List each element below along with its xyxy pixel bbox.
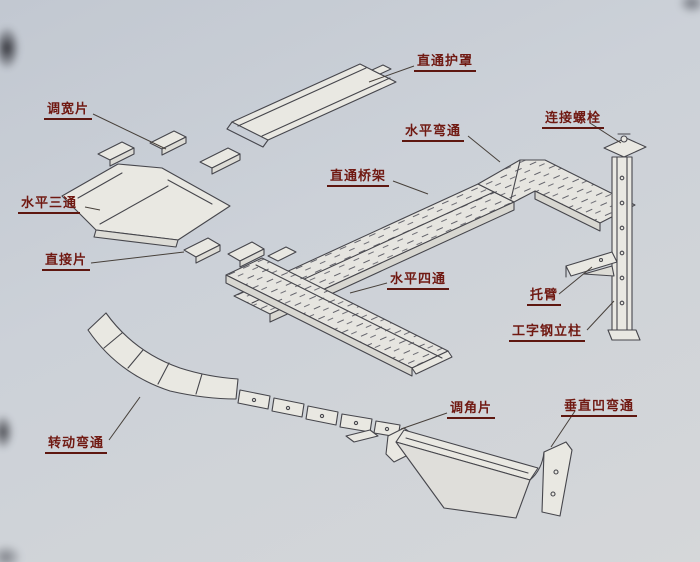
horizontal-cross-drawing [225, 257, 453, 377]
rotating-bend-drawing [87, 312, 239, 400]
leader-lines [84, 65, 622, 448]
leader-horizontal-tee [84, 206, 101, 211]
label-horizontal-cross: 水平四通 [387, 268, 450, 290]
label-angle-adjust-piece: 调角片 [447, 397, 496, 419]
label-connecting-bolt: 连接螺栓 [542, 107, 605, 129]
leader-rotating-bend [108, 396, 141, 441]
vertical-concave-bend-drawing [385, 427, 573, 519]
label-horizontal-bend: 水平弯通 [402, 120, 465, 142]
label-i-beam-column: 工字钢立柱 [509, 320, 586, 342]
i-beam-column-drawing [603, 133, 647, 341]
leader-straight-cover [368, 65, 415, 83]
leader-connecting-bolt [589, 122, 622, 144]
bracket-arm-drawing [565, 251, 618, 278]
scan-smudge-bottom-left [0, 544, 22, 562]
scan-smudge-left-edge [0, 414, 14, 450]
leader-horizontal-cross [349, 282, 388, 294]
angle-adjust-links-drawing [237, 389, 401, 443]
leader-direct-piece [90, 251, 185, 264]
horizontal-tee-drawing [61, 163, 231, 248]
width-adjust-pieces-drawing [97, 130, 241, 175]
leader-bracket-arm [558, 266, 593, 295]
leader-width-adjust [92, 113, 167, 150]
scan-smudge-top-right [678, 0, 700, 14]
leader-i-beam [586, 300, 615, 331]
label-width-adjust-piece: 调宽片 [44, 98, 93, 120]
direct-piece-drawing [183, 237, 297, 268]
leader-horizontal-bend [467, 135, 501, 163]
leader-straight-tray [392, 180, 429, 195]
label-straight-cover: 直通护罩 [414, 50, 477, 72]
label-straight-tray: 直通桥架 [327, 165, 390, 187]
label-rotating-bend: 转动弯通 [45, 432, 108, 454]
horizontal-bend-drawing [477, 159, 636, 232]
label-vertical-concave-bend: 垂直凹弯通 [561, 395, 638, 417]
label-horizontal-tee: 水平三通 [18, 192, 81, 214]
leader-vertical-bend [550, 410, 576, 448]
straight-cover-drawing [226, 63, 397, 148]
leader-angle-piece [400, 412, 448, 430]
label-direct-piece: 直接片 [42, 249, 91, 271]
label-bracket-arm: 托臂 [527, 284, 562, 306]
scan-smudge-top-left [0, 26, 20, 70]
